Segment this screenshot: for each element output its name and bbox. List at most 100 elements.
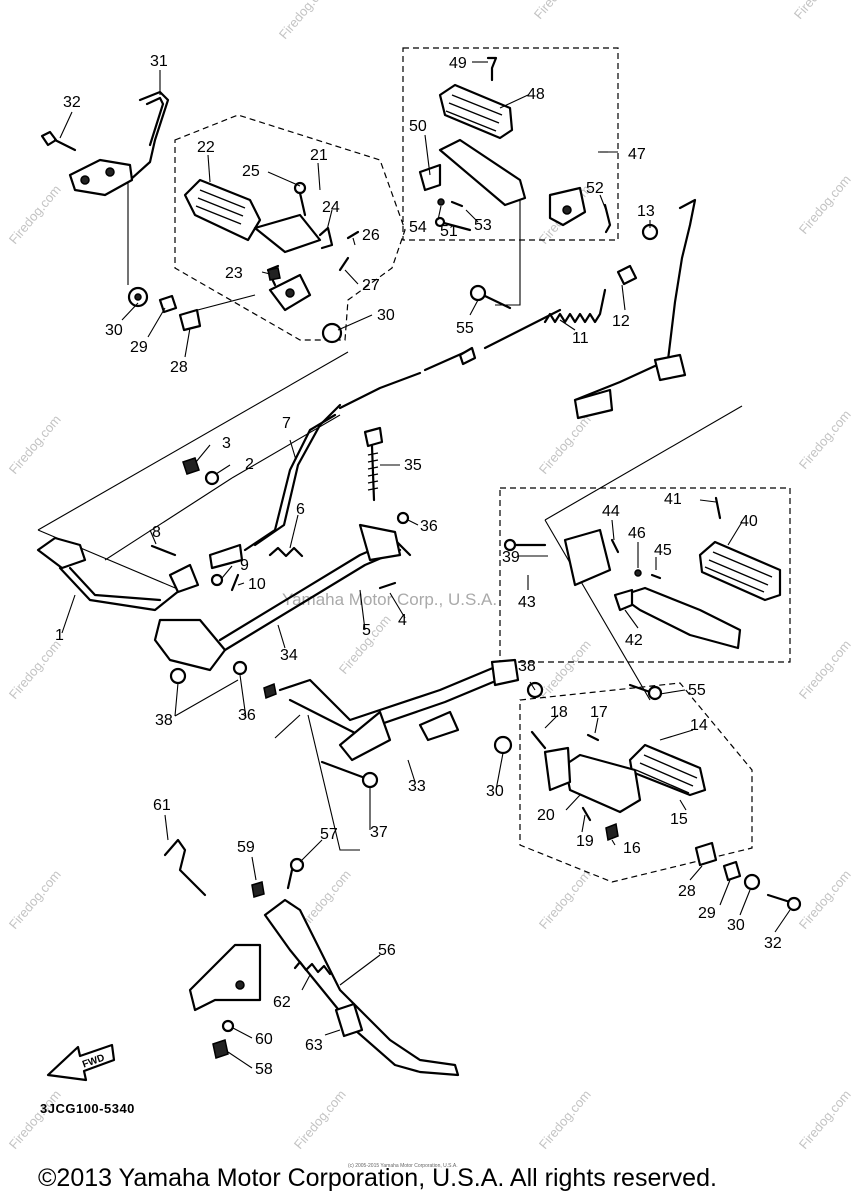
label-38: 38 bbox=[155, 712, 173, 729]
label-60: 60 bbox=[255, 1031, 273, 1048]
label-49: 49 bbox=[449, 55, 467, 72]
spring-62 bbox=[293, 960, 332, 976]
brake-cable-7 bbox=[208, 308, 562, 570]
label-26: 26 bbox=[362, 227, 380, 244]
spring-11 bbox=[543, 288, 607, 324]
label-33: 33 bbox=[408, 778, 426, 795]
label-25: 25 bbox=[242, 163, 260, 180]
label-34: 34 bbox=[280, 647, 298, 664]
bolt-55-low bbox=[628, 683, 652, 694]
watermark-site: Firedog.com bbox=[536, 637, 594, 702]
label-40: 40 bbox=[740, 513, 758, 530]
label-3: 3 bbox=[222, 435, 231, 452]
watermark-site: Firedog.com bbox=[6, 867, 64, 932]
label-46: 46 bbox=[628, 525, 646, 542]
bolt-57 bbox=[286, 857, 305, 890]
label-54: 54 bbox=[409, 219, 427, 236]
label-22: 22 bbox=[197, 139, 215, 156]
label-47: 47 bbox=[628, 146, 646, 163]
clip-27 bbox=[338, 256, 350, 272]
rear-bracket bbox=[573, 198, 697, 420]
watermark-site: Firedog.com bbox=[796, 407, 854, 472]
watermark-site: Firedog.com bbox=[6, 637, 64, 702]
tiny-notice: (c) 2005-2015 Yamaha Motor Corporation, … bbox=[348, 1163, 458, 1169]
clip-52 bbox=[603, 203, 612, 234]
label-48: 48 bbox=[527, 86, 545, 103]
rod-35 bbox=[363, 426, 384, 502]
footpeg-40 bbox=[563, 528, 782, 650]
watermark-site: Firedog.com bbox=[276, 0, 334, 42]
group-box-47 bbox=[402, 47, 619, 241]
watermark-site: Firedog.com bbox=[536, 412, 594, 477]
ball-46 bbox=[634, 569, 642, 577]
label-30: 30 bbox=[105, 322, 123, 339]
label-41: 41 bbox=[664, 491, 682, 508]
nut-58 bbox=[212, 1039, 229, 1059]
nut-38-left bbox=[169, 667, 187, 685]
label-11: 11 bbox=[572, 330, 589, 347]
bushing-28-left bbox=[178, 308, 202, 332]
assembly-lines bbox=[37, 172, 743, 851]
watermark-site: Firedog.com bbox=[796, 867, 854, 932]
label-43: 43 bbox=[518, 594, 536, 611]
label-14: 14 bbox=[690, 717, 708, 734]
label-30: 30 bbox=[727, 917, 745, 934]
spring-45 bbox=[650, 573, 662, 580]
copyright-notice: ©2013 Yamaha Motor Corporation, U.S.A. A… bbox=[38, 1164, 717, 1192]
group-box-39 bbox=[499, 487, 791, 663]
leader-lines bbox=[59, 61, 791, 1069]
bushing-28-right bbox=[694, 841, 718, 867]
label-53: 53 bbox=[474, 217, 492, 234]
footpeg-22 bbox=[183, 178, 322, 312]
label-30: 30 bbox=[486, 783, 504, 800]
collar-29-right bbox=[722, 860, 742, 882]
label-1: 1 bbox=[55, 627, 64, 644]
label-28: 28 bbox=[170, 359, 188, 376]
label-21: 21 bbox=[310, 147, 328, 164]
collar-12 bbox=[616, 264, 638, 286]
pin-25-shaft bbox=[298, 191, 307, 217]
ball-54 bbox=[437, 198, 445, 206]
spring-61 bbox=[163, 838, 207, 897]
label-55: 55 bbox=[688, 682, 706, 699]
watermark-site: Firedog.com bbox=[291, 1087, 349, 1152]
watermark-site: Firedog.com bbox=[796, 637, 854, 702]
watermark-site: Firedog.com bbox=[6, 412, 64, 477]
label-35: 35 bbox=[404, 457, 422, 474]
damper-16 bbox=[605, 822, 619, 842]
label-4: 4 bbox=[398, 612, 407, 629]
watermark-text: Yamaha Motor Corp., U.S.A. bbox=[282, 590, 497, 609]
spring-24 bbox=[318, 226, 334, 250]
label-45: 45 bbox=[654, 542, 672, 559]
watermark-site: Firedog.com bbox=[6, 1087, 64, 1152]
pin-10 bbox=[230, 573, 240, 592]
bolt-4 bbox=[378, 581, 397, 590]
sidestand-56 bbox=[263, 898, 460, 1077]
label-31: 31 bbox=[150, 53, 168, 70]
bolt-41 bbox=[714, 496, 722, 520]
watermark-site: Firedog.com bbox=[536, 867, 594, 932]
clip-19 bbox=[581, 806, 592, 822]
label-29: 29 bbox=[130, 339, 148, 356]
footrest-bar-34 bbox=[153, 523, 412, 672]
spring-6 bbox=[268, 546, 304, 558]
label-29: 29 bbox=[698, 905, 716, 922]
nut-36-left bbox=[232, 660, 248, 676]
label-36: 36 bbox=[238, 707, 256, 724]
label-30: 30 bbox=[377, 307, 395, 324]
label-24: 24 bbox=[322, 199, 340, 216]
label-58: 58 bbox=[255, 1061, 273, 1078]
label-19: 19 bbox=[576, 833, 594, 850]
group-box-14 bbox=[519, 682, 753, 883]
watermark-site: Firedog.com bbox=[531, 0, 589, 22]
bolt-32-top bbox=[40, 130, 77, 152]
label-61: 61 bbox=[153, 797, 171, 814]
bolt-55-top bbox=[469, 284, 512, 310]
label-32: 32 bbox=[63, 94, 81, 111]
pipe-63 bbox=[334, 1002, 364, 1038]
label-10: 10 bbox=[248, 576, 266, 593]
washer-2 bbox=[204, 470, 220, 486]
label-32: 32 bbox=[764, 935, 782, 952]
label-27: 27 bbox=[362, 277, 380, 294]
label-16: 16 bbox=[623, 840, 641, 857]
